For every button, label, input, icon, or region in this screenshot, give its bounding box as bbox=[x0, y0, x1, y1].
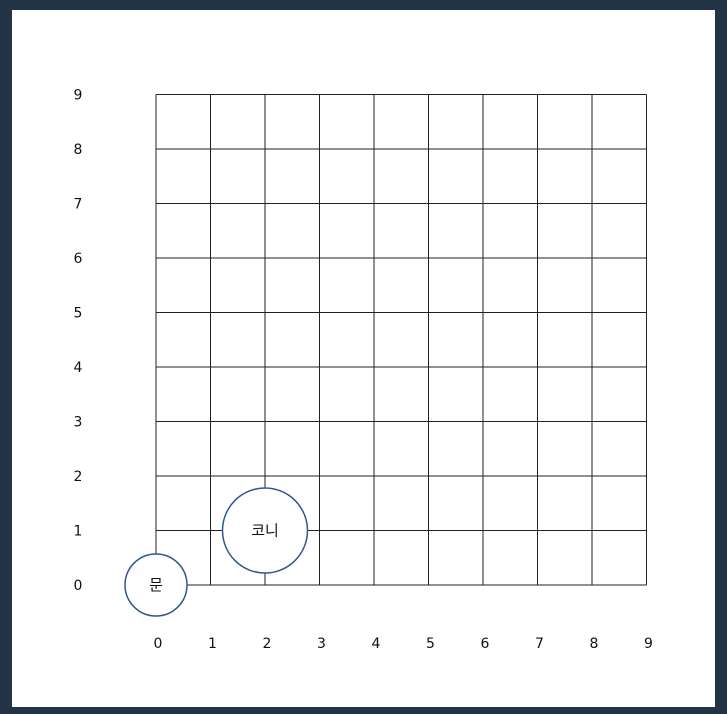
tokens: 문 코니 bbox=[124, 487, 309, 617]
x-axis-label: 7 bbox=[535, 636, 544, 652]
x-axis-label: 6 bbox=[481, 636, 490, 652]
x-axis-label: 5 bbox=[426, 636, 435, 652]
x-axis-label: 3 bbox=[317, 636, 326, 652]
token-circle bbox=[221, 487, 309, 574]
y-axis-label: 2 bbox=[74, 469, 83, 485]
y-axis-label: 1 bbox=[74, 524, 83, 540]
x-axis-label: 2 bbox=[263, 636, 272, 652]
x-axis-label: 1 bbox=[208, 636, 217, 652]
y-axis-label: 5 bbox=[74, 306, 83, 322]
x-axis-label: 0 bbox=[154, 636, 163, 652]
y-axis-label: 4 bbox=[74, 360, 83, 376]
y-axis-label: 8 bbox=[74, 142, 83, 158]
token-label: 문 bbox=[149, 576, 163, 594]
token-circle bbox=[124, 553, 188, 617]
y-axis-label: 9 bbox=[74, 88, 83, 104]
x-axis-labels: 0 1 2 3 4 5 6 7 8 9 bbox=[154, 636, 653, 652]
y-axis-label: 0 bbox=[74, 578, 83, 594]
grid-lines bbox=[155, 94, 647, 586]
token-label: 코니 bbox=[251, 522, 279, 540]
y-axis-label: 3 bbox=[74, 415, 83, 431]
diagram-panel: 0 1 2 3 4 5 6 7 8 9 0 1 2 3 4 5 6 7 8 9 문 코니 bbox=[12, 10, 715, 707]
x-axis-label: 8 bbox=[590, 636, 599, 652]
y-axis-label: 6 bbox=[74, 251, 83, 267]
token: 문 bbox=[124, 553, 188, 617]
x-axis-label: 9 bbox=[644, 636, 653, 652]
token: 코니 bbox=[221, 487, 309, 574]
y-axis-labels: 0 1 2 3 4 5 6 7 8 9 bbox=[74, 88, 83, 595]
x-axis-label: 4 bbox=[372, 636, 381, 652]
grid-diagram: 0 1 2 3 4 5 6 7 8 9 0 1 2 3 4 5 6 7 8 9 문 코니 bbox=[74, 88, 653, 653]
y-axis-label: 7 bbox=[74, 197, 83, 213]
